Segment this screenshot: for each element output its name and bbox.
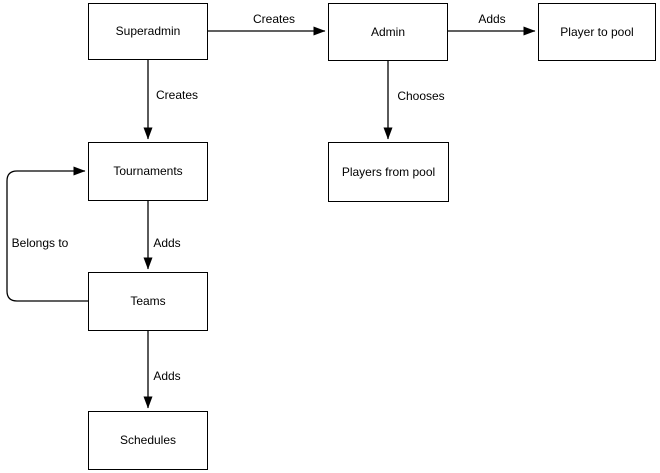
- edge-label-chooses-admin-players-from-pool: Chooses: [396, 89, 446, 103]
- edge-teams-tournaments-loop: [6, 166, 88, 302]
- edge-label-creates-superadmin-admin: Creates: [251, 12, 297, 26]
- edge-label-belongs-to-teams-tournaments: Belongs to: [10, 236, 70, 250]
- edge-label-adds-teams-schedules: Adds: [152, 369, 182, 383]
- node-player-to-pool: Player to pool: [538, 3, 656, 61]
- node-superadmin: Superadmin: [88, 3, 208, 60]
- edge-label-adds-tournaments-teams: Adds: [152, 236, 182, 250]
- node-schedules: Schedules: [88, 411, 208, 470]
- node-teams: Teams: [88, 272, 208, 331]
- node-admin: Admin: [328, 3, 448, 61]
- node-tournaments: Tournaments: [88, 142, 208, 201]
- edge-label-adds-admin-player-to-pool: Adds: [477, 12, 507, 26]
- node-players-from-pool: Players from pool: [328, 142, 449, 202]
- edge-label-creates-superadmin-tournaments: Creates: [154, 88, 200, 102]
